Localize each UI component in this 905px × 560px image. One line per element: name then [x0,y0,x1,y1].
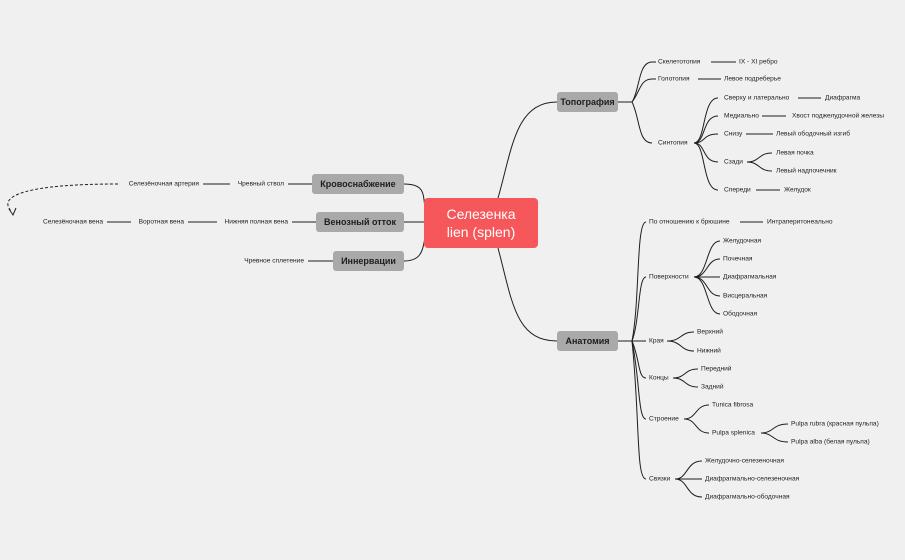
node-pulpa-rubra[interactable]: Pulpa rubra (красная пульпа) [791,420,879,428]
central-topic[interactable]: Селезенка lien (splen) [424,198,538,248]
node-behind[interactable]: Сзади [724,158,743,166]
node-lig-phrenicocolic[interactable]: Диафрагмально-ободочная [705,493,790,501]
node-end-posterior[interactable]: Задний [701,383,724,391]
node-celiac-trunk[interactable]: Чревный ствол [237,180,284,188]
node-ligaments[interactable]: Связки [649,475,671,483]
node-left-adrenal[interactable]: Левый надпочечник [776,167,837,175]
node-medial[interactable]: Медиально [724,112,759,120]
node-splenic-vein[interactable]: Селезёночная вена [43,218,103,226]
node-pancreas-tail[interactable]: Хвост поджелудочной железы [792,112,884,120]
node-peritoneum[interactable]: По отношению к брюшине [649,218,730,226]
node-diaphragm[interactable]: Диафрагма [825,94,861,102]
central-topic-subtitle: lien (splen) [446,224,516,240]
node-ends[interactable]: Концы [649,374,669,382]
node-pulpa-alba[interactable]: Pulpa alba (белая пульпа) [791,438,870,446]
node-celiac-plexus[interactable]: Чревное сплетение [244,257,304,265]
node-surface-colic[interactable]: Ободочная [723,310,758,318]
branch-venous-outflow[interactable]: Венозный отток [316,212,404,232]
node-margin-lower[interactable]: Нижний [697,347,721,355]
node-splenic-artery[interactable]: Селезёночная артерия [128,180,199,188]
node-colic-flexure[interactable]: Левый ободочный изгиб [776,130,850,138]
node-holotopy[interactable]: Голотопия [658,75,690,83]
node-above-lateral[interactable]: Сверху и латерально [724,94,790,102]
branch-anatomy[interactable]: Анатомия [557,331,618,351]
node-pulpa-splenica[interactable]: Pulpa splenica [712,429,755,437]
central-topic-title: Селезенка [446,206,516,222]
node-below[interactable]: Снизу [724,130,743,138]
node-holotopy-value[interactable]: Левое подреберье [724,75,781,83]
branch-blood-supply[interactable]: Кровоснабжение [312,174,404,194]
node-surface-renal[interactable]: Почечная [723,255,753,263]
node-margin-upper[interactable]: Верхний [697,328,723,336]
node-ivc[interactable]: Нижняя полная вена [224,218,288,226]
node-front[interactable]: Спереди [724,186,751,194]
node-surfaces[interactable]: Поверхности [649,273,689,281]
node-intraperitoneal[interactable]: Интраперитонеально [767,218,833,226]
branch-topography[interactable]: Топография [557,92,618,112]
node-margins[interactable]: Края [649,337,664,345]
node-lig-gastrosplenic[interactable]: Желудочно-селезеночная [705,457,784,465]
node-surface-diaphragm[interactable]: Диафрагмальная [723,273,777,281]
node-left-kidney[interactable]: Левая почка [776,149,814,157]
node-end-anterior[interactable]: Передний [701,365,732,373]
node-lig-phrenicosplenic[interactable]: Диафрагмально-селезеночная [705,475,800,483]
node-skeletotopy[interactable]: Скелетотопия [658,58,701,66]
node-tunica-fibrosa[interactable]: Tunica fibrosa [712,401,754,409]
node-skeletotopy-value[interactable]: IX - XI ребро [739,58,778,66]
node-surface-gastric[interactable]: Желудочная [723,237,762,245]
node-syntopy[interactable]: Синтопия [658,139,688,147]
node-surface-visceral[interactable]: Висцеральная [723,292,768,300]
node-structure[interactable]: Строение [649,415,679,423]
node-stomach[interactable]: Желудок [784,186,811,194]
branch-innervation[interactable]: Иннервации [333,251,404,271]
node-portal-vein[interactable]: Воротная вена [138,218,184,226]
